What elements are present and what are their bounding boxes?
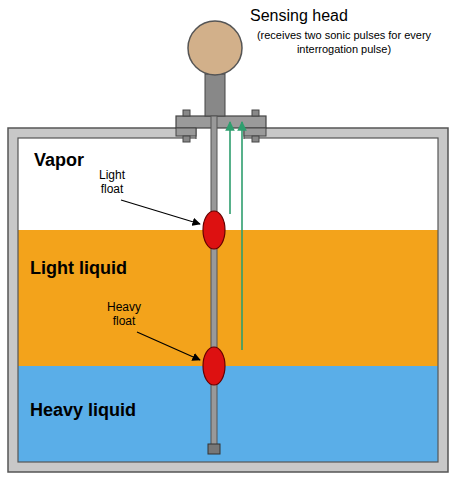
sonic-pulse-arrow [241,122,243,350]
bolt [183,110,190,116]
heavy-liquid-layer [18,366,438,462]
heavy-liquid-band: Heavy liquid [18,366,438,462]
node-title: Light liquid [30,258,127,279]
light-float [203,211,225,249]
leader-arrow [121,200,200,224]
rod-end-weight [208,444,220,454]
vapor-band: Vapor [18,138,438,230]
flange [176,116,266,128]
tank-inner-wall [18,138,438,462]
head-stem [205,74,225,116]
sonic-pulse-arrow [229,122,231,214]
node-title: Sensing head [250,6,348,25]
callout-label: Heavy float [107,300,141,328]
sensing-head [188,21,242,75]
light-liquid-band: Light liquid [18,230,438,366]
light-liquid-layer [18,230,438,366]
sensing-head-label: Sensing head (receives two sonic pulses f… [244,2,448,70]
bolt [252,110,259,116]
bolt [252,136,259,142]
node-note: (receives two sonic pulses for every int… [244,28,444,56]
tank-wall [8,128,448,472]
waveguide-rod [211,116,217,448]
node-title: Vapor [34,150,84,171]
leader-arrow [137,332,200,360]
heavy-float [203,347,225,385]
callout-label: Light float [99,168,125,196]
bolt [183,136,190,142]
vapor-space [18,138,438,230]
node-title: Heavy liquid [30,400,136,421]
